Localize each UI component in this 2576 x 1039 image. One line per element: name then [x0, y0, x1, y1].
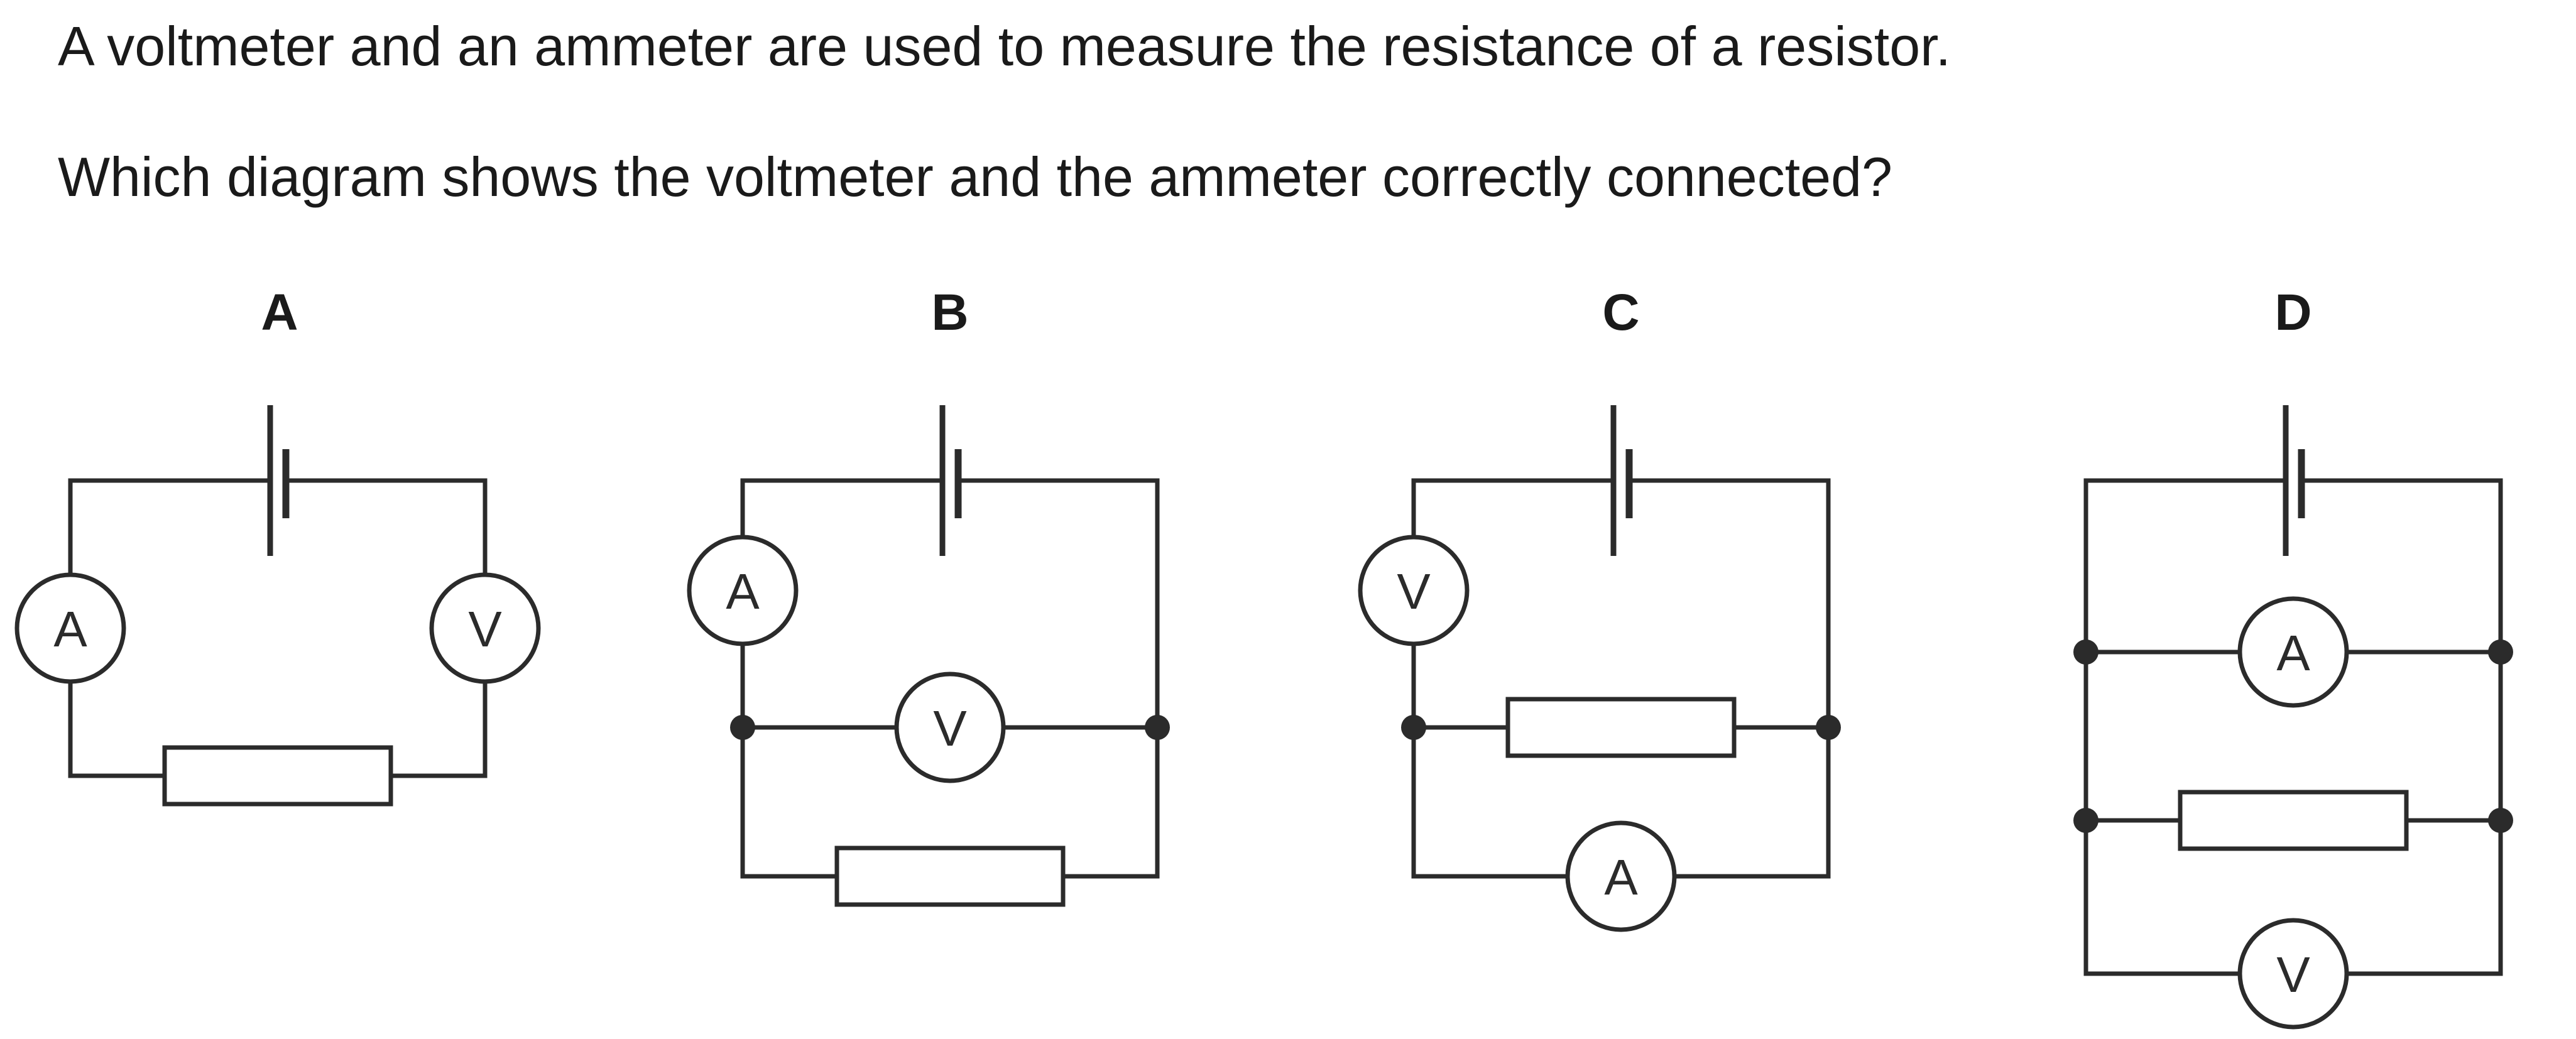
wire [2083, 478, 2288, 976]
junction-dot [2073, 639, 2098, 665]
circuit-b: B A V [687, 284, 1170, 907]
wire [1411, 616, 1570, 879]
ammeter-label: A [726, 563, 760, 619]
resistor-icon [162, 745, 393, 807]
voltmeter-icon: V [1358, 535, 1470, 646]
voltmeter-icon: V [429, 572, 541, 684]
ammeter-label: A [53, 601, 87, 657]
voltmeter-label: V [468, 601, 502, 657]
cell-icon [2283, 405, 2305, 556]
voltmeter-label: V [2276, 947, 2310, 1003]
resistor-icon [1505, 697, 1737, 758]
junction-dot [2073, 808, 2098, 833]
wire [1627, 478, 1831, 879]
option-label-b: B [931, 284, 968, 341]
wire [68, 666, 167, 778]
circuit-a: A A V [14, 284, 541, 807]
resistor-icon [834, 846, 1066, 907]
circuit-c: C V A [1358, 284, 1841, 932]
voltmeter-icon: V [894, 672, 1006, 783]
option-label-c: C [1602, 284, 1639, 341]
ammeter-icon: A [687, 535, 799, 646]
circuit-d: D A V [2073, 284, 2513, 1030]
junction-dot [2488, 808, 2513, 833]
ammeter-label: A [2276, 625, 2310, 681]
wire [388, 666, 488, 778]
cell-icon [1610, 405, 1633, 556]
junction-dot [730, 715, 755, 740]
wire [2299, 478, 2503, 976]
question-line-2: Which diagram shows the voltmeter and th… [58, 146, 1892, 208]
option-label-d: D [2274, 284, 2311, 341]
wire [283, 478, 488, 590]
cell-icon [939, 405, 962, 556]
junction-dot [1816, 715, 1841, 740]
wire [956, 478, 1160, 879]
option-label-a: A [261, 284, 298, 341]
wire [740, 616, 839, 879]
junction-dot [2488, 639, 2513, 665]
ammeter-icon: A [1565, 820, 1677, 932]
question-line-1: A voltmeter and an ammeter are used to m… [58, 15, 1951, 77]
wire [68, 478, 273, 590]
ammeter-icon: A [14, 572, 126, 684]
junction-dot [1145, 715, 1170, 740]
ammeter-label: A [1604, 849, 1638, 905]
ammeter-icon: A [2237, 596, 2349, 708]
wire [1411, 478, 1616, 540]
voltmeter-icon: V [2237, 918, 2349, 1030]
voltmeter-label: V [933, 700, 967, 756]
junction-dot [1401, 715, 1426, 740]
cell-icon [267, 405, 290, 556]
wire [740, 478, 945, 540]
voltmeter-label: V [1397, 563, 1431, 619]
resistor-icon [2178, 790, 2409, 851]
